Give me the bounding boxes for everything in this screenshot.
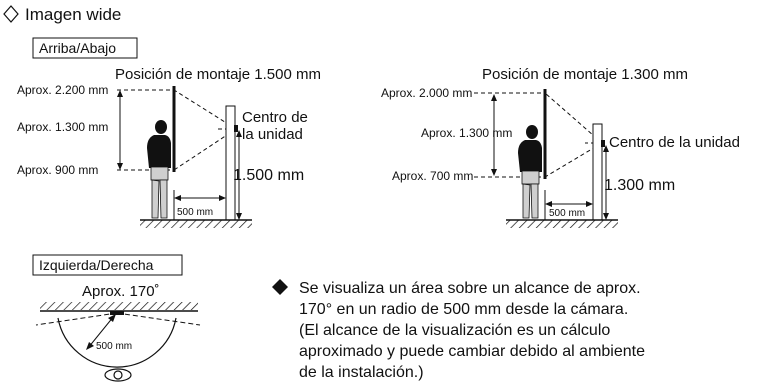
note-line-3: (El alcance de la visualización es un cá… <box>299 322 610 339</box>
horizontal-section-label-box: Izquierda/Derecha <box>32 254 183 276</box>
radius-label: 500 mm <box>96 341 132 352</box>
left-height-label: 1.500 mm <box>233 167 304 184</box>
note: Se visualiza un área sobre un alcance de… <box>272 279 645 381</box>
right-top-height-label: Aprox. 2.000 mm <box>381 86 472 100</box>
right-bottom-height-label: Aprox. 700 mm <box>392 169 473 183</box>
vertical-section-label-box: Arriba/Abajo <box>32 37 138 59</box>
right-mounting-diagram: Posición de montaje 1.300 mm Aprox. 2.00… <box>381 66 740 228</box>
person-silhouette <box>518 125 542 219</box>
vertical-section-label: Arriba/Abajo <box>39 40 116 56</box>
right-mid-height-label: Aprox. 1.300 mm <box>421 126 512 140</box>
note-line-2: 170° en un radio de 500 mm desde la cáma… <box>299 301 628 318</box>
diamond-outline-icon <box>3 5 19 23</box>
diamond-filled-icon <box>272 279 288 295</box>
horizontal-section-label: Izquierda/Derecha <box>39 257 154 273</box>
note-line-1: Se visualiza un área sobre un alcance de… <box>299 280 641 297</box>
left-center-label-2: la unidad <box>242 126 303 143</box>
person-silhouette <box>147 120 171 219</box>
right-height-label: 1.300 mm <box>604 177 675 194</box>
section-title: Imagen wide <box>25 5 121 24</box>
left-distance-label: 500 mm <box>177 207 213 218</box>
header: Imagen wide <box>3 5 121 24</box>
right-distance-label: 500 mm <box>549 208 585 219</box>
left-bottom-height-label: Aprox. 900 mm <box>17 163 98 177</box>
note-line-4: aproximado y puede cambiar debido al amb… <box>299 343 645 360</box>
left-mid-height-label: Aprox. 1.300 mm <box>17 120 108 134</box>
angle-label: Aprox. 170˚ <box>82 283 160 300</box>
left-mount-title: Posición de montaje 1.500 mm <box>115 66 321 83</box>
right-center-label: Centro de la unidad <box>609 134 740 151</box>
person-top-view-icon <box>104 368 132 382</box>
left-top-height-label: Aprox. 2.200 mm <box>17 83 108 97</box>
top-view-diagram: Aprox. 170˚ 500 mm <box>35 283 201 382</box>
left-center-label-1: Centro de <box>242 109 308 126</box>
left-mounting-diagram: Posición de montaje 1.500 mm Aprox. 2.20… <box>17 66 321 228</box>
note-line-5: de la instalación.) <box>299 364 424 381</box>
right-mount-title: Posición de montaje 1.300 mm <box>482 66 688 83</box>
